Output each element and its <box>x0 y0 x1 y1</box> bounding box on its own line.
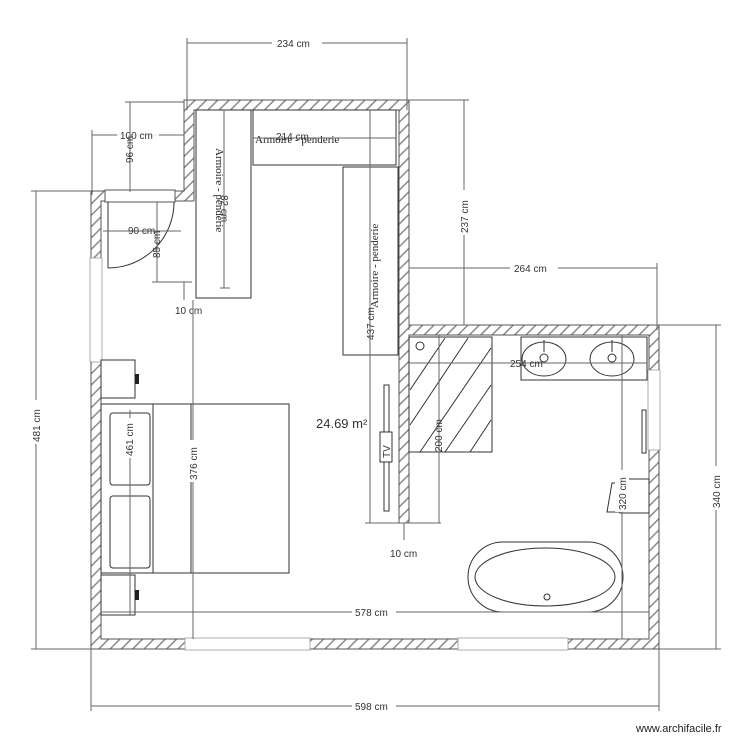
dim-264: 264 cm <box>514 264 547 275</box>
wardrobe-top-label: Armoire - penderie <box>255 134 339 146</box>
door-opening <box>104 189 176 203</box>
dim-234: 234 cm <box>277 39 310 50</box>
door <box>107 201 175 269</box>
dim-200: 200 cm <box>434 419 445 452</box>
site-credit: www.archifacile.fr <box>635 723 722 735</box>
wardrobe-left-label: Armoire - penderie <box>213 148 225 232</box>
dim-598: 598 cm <box>355 702 388 713</box>
nightstand-top <box>100 359 139 399</box>
dim-481: 481 cm <box>32 409 43 442</box>
bathtub <box>467 541 624 613</box>
towel-rail <box>641 409 647 454</box>
dim-100: 100 cm <box>120 131 153 142</box>
shower-drain-icon <box>415 341 425 351</box>
dim-85: 85 cm <box>152 231 163 258</box>
walls <box>89 99 661 651</box>
dim-254: 254 cm <box>510 359 543 370</box>
shower <box>408 336 493 453</box>
dim-214: 214 cm <box>276 132 309 143</box>
dim-376: 376 cm <box>189 447 200 480</box>
tv-label: TV <box>382 445 393 458</box>
dim-82: 82 cm <box>218 195 229 222</box>
double-vanity <box>520 336 648 381</box>
window-left <box>89 257 103 363</box>
tv: TV <box>379 384 393 512</box>
dim-10-top: 10 cm <box>175 306 202 317</box>
bathtub-drain-icon <box>543 593 551 601</box>
dim-320: 320 cm <box>618 477 629 510</box>
window-bottom-right <box>457 637 569 651</box>
dim-437: 437 cm <box>366 307 377 340</box>
dim-578: 578 cm <box>355 608 388 619</box>
dim-237: 237 cm <box>460 200 471 233</box>
nightstand-bottom <box>100 574 139 616</box>
dim-10-bottom: 10 cm <box>390 549 417 560</box>
window-right <box>647 369 661 451</box>
dim-90: 90 cm <box>128 226 155 237</box>
dim-340: 340 cm <box>712 475 723 508</box>
dim-96: 96 cm <box>125 136 136 163</box>
wardrobe-right-label: Armoire - penderie <box>369 224 381 308</box>
dim-461: 461 cm <box>125 423 136 456</box>
room-area: 24.69 m² <box>316 416 368 431</box>
window-bottom-left <box>184 637 311 651</box>
dimension-lines: 234 cm 100 cm 96 cm 214 cm 82 cm 90 cm 8… <box>29 36 723 713</box>
